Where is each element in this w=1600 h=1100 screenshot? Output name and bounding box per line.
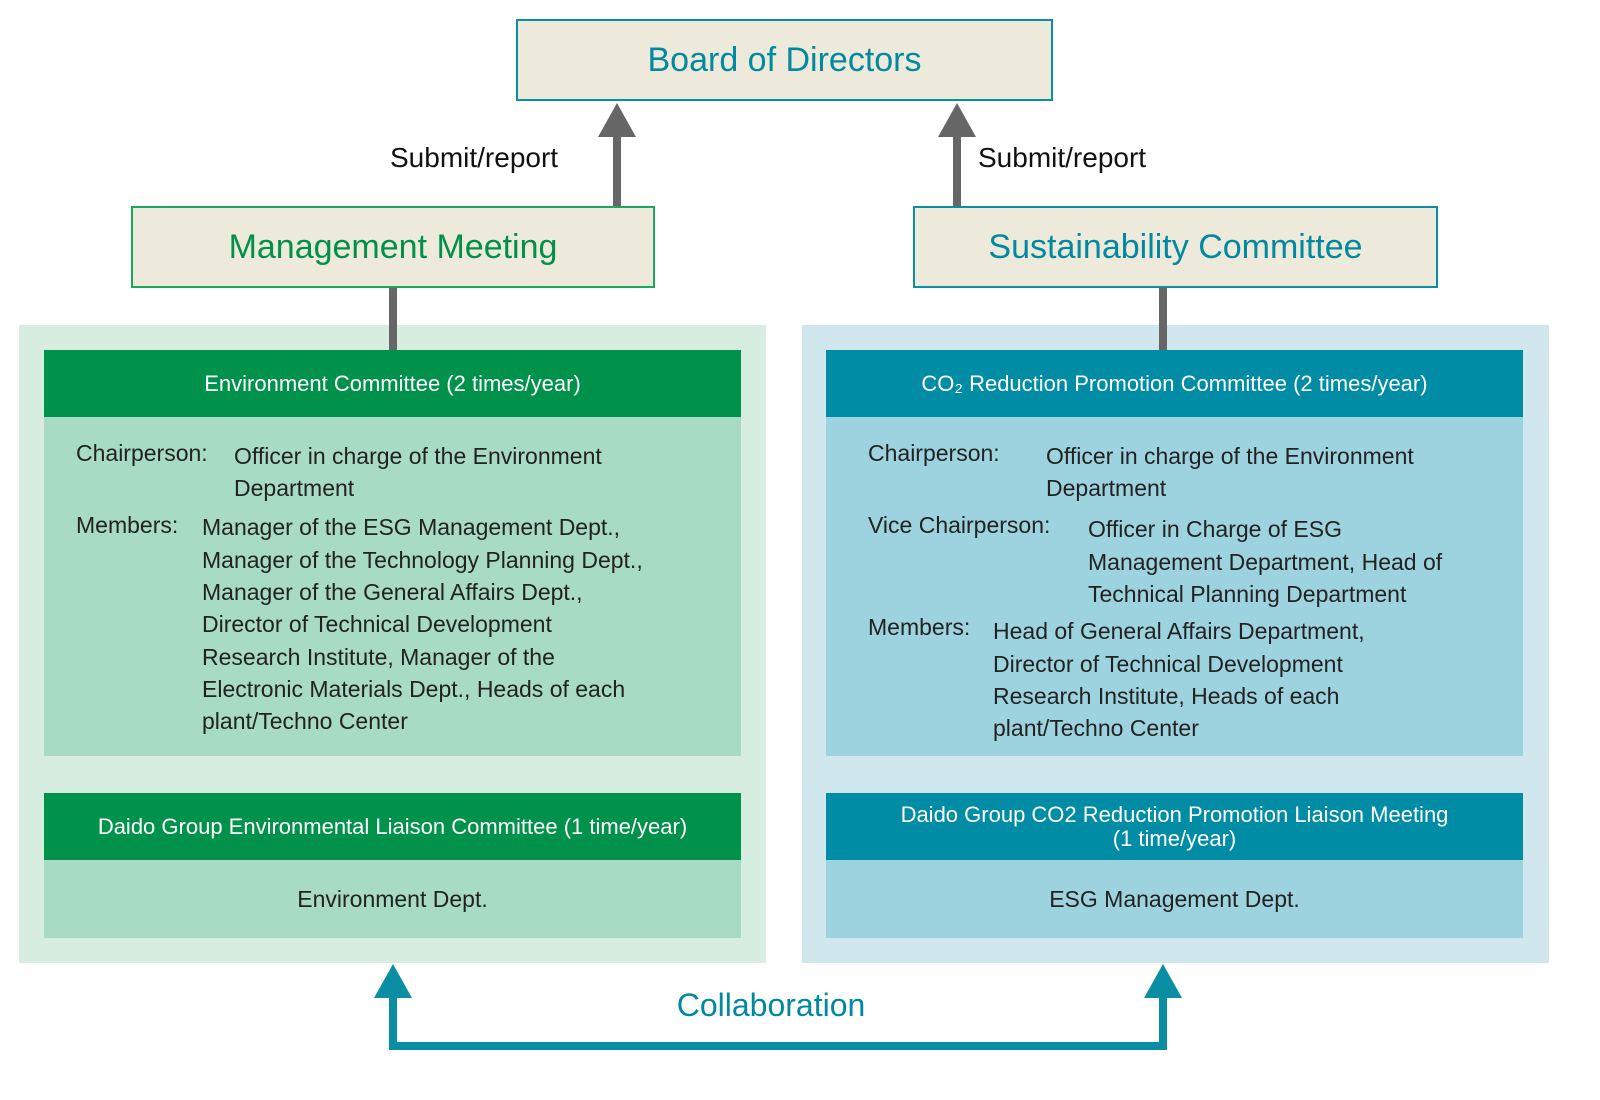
co2-committee-header: CO₂ Reduction Promotion Committee (2 tim… — [826, 350, 1523, 417]
board-of-directors: Board of Directors — [516, 19, 1053, 101]
environment-committee-header: Environment Committee (2 times/year) — [44, 350, 741, 417]
chair-value: Officer in charge of the Environment — [234, 443, 602, 469]
environmental-liaison-body: Environment Dept. — [44, 860, 741, 938]
management-meeting: Management Meeting — [131, 206, 655, 288]
member-line: Head of General Affairs Department, — [993, 618, 1365, 644]
members-label: Members: — [868, 614, 971, 640]
environment-committee-body — [44, 417, 741, 756]
member-line: Electronic Materials Dept., Heads of eac… — [202, 676, 626, 702]
chair-value: Officer in charge of the Environment — [1046, 443, 1414, 469]
vice-chair-value: Technical Planning Department — [1088, 581, 1407, 607]
connector-left-top — [389, 325, 397, 351]
member-line: Director of Technical Development — [993, 651, 1343, 677]
member-line: Manager of the Technology Planning Dept.… — [202, 547, 643, 573]
co2-liaison-title: Daido Group CO2 Reduction Promotion Liai… — [900, 801, 1449, 827]
member-line: Research Institute, Manager of the — [202, 644, 555, 670]
members-label: Members: — [76, 512, 179, 538]
sustainability-committee: Sustainability Committee — [913, 206, 1438, 288]
member-line: plant/Techno Center — [202, 708, 408, 734]
environmental-liaison-header: Daido Group Environmental Liaison Commit… — [44, 793, 741, 860]
chair-label: Chairperson: — [76, 440, 208, 466]
co2-committee-body — [826, 417, 1523, 756]
member-line: Research Institute, Heads of each — [993, 683, 1340, 709]
co2-liaison-body: ESG Management Dept. — [826, 860, 1523, 938]
member-line: plant/Techno Center — [993, 715, 1199, 741]
vice-chair-value: Management Department, Head of — [1088, 549, 1443, 575]
connector-right — [1159, 287, 1167, 351]
co2-liaison-frequency: (1 time/year) — [1112, 825, 1237, 851]
submit-report-label-right: Submit/report — [978, 142, 1147, 173]
chair-value: Department — [234, 475, 355, 501]
chair-value: Department — [1046, 475, 1167, 501]
submit-arrow-left — [598, 103, 636, 207]
co2-liaison-header: Daido Group CO2 Reduction Promotion Liai… — [826, 793, 1523, 860]
vice-chair-value: Officer in Charge of ESG — [1088, 516, 1342, 542]
submit-report-label-left: Submit/report — [390, 142, 559, 173]
connector-right-top — [1159, 325, 1167, 351]
vice-chair-label: Vice Chairperson: — [868, 512, 1051, 538]
connector-left — [389, 287, 397, 351]
member-line: Director of Technical Development — [202, 611, 552, 637]
submit-arrow-right — [938, 103, 976, 207]
member-line: Manager of the General Affairs Dept., — [202, 579, 583, 605]
member-line: Manager of the ESG Management Dept., — [202, 514, 621, 540]
chair-label: Chairperson: — [868, 440, 1000, 466]
collaboration-label: Collaboration — [676, 987, 866, 1023]
